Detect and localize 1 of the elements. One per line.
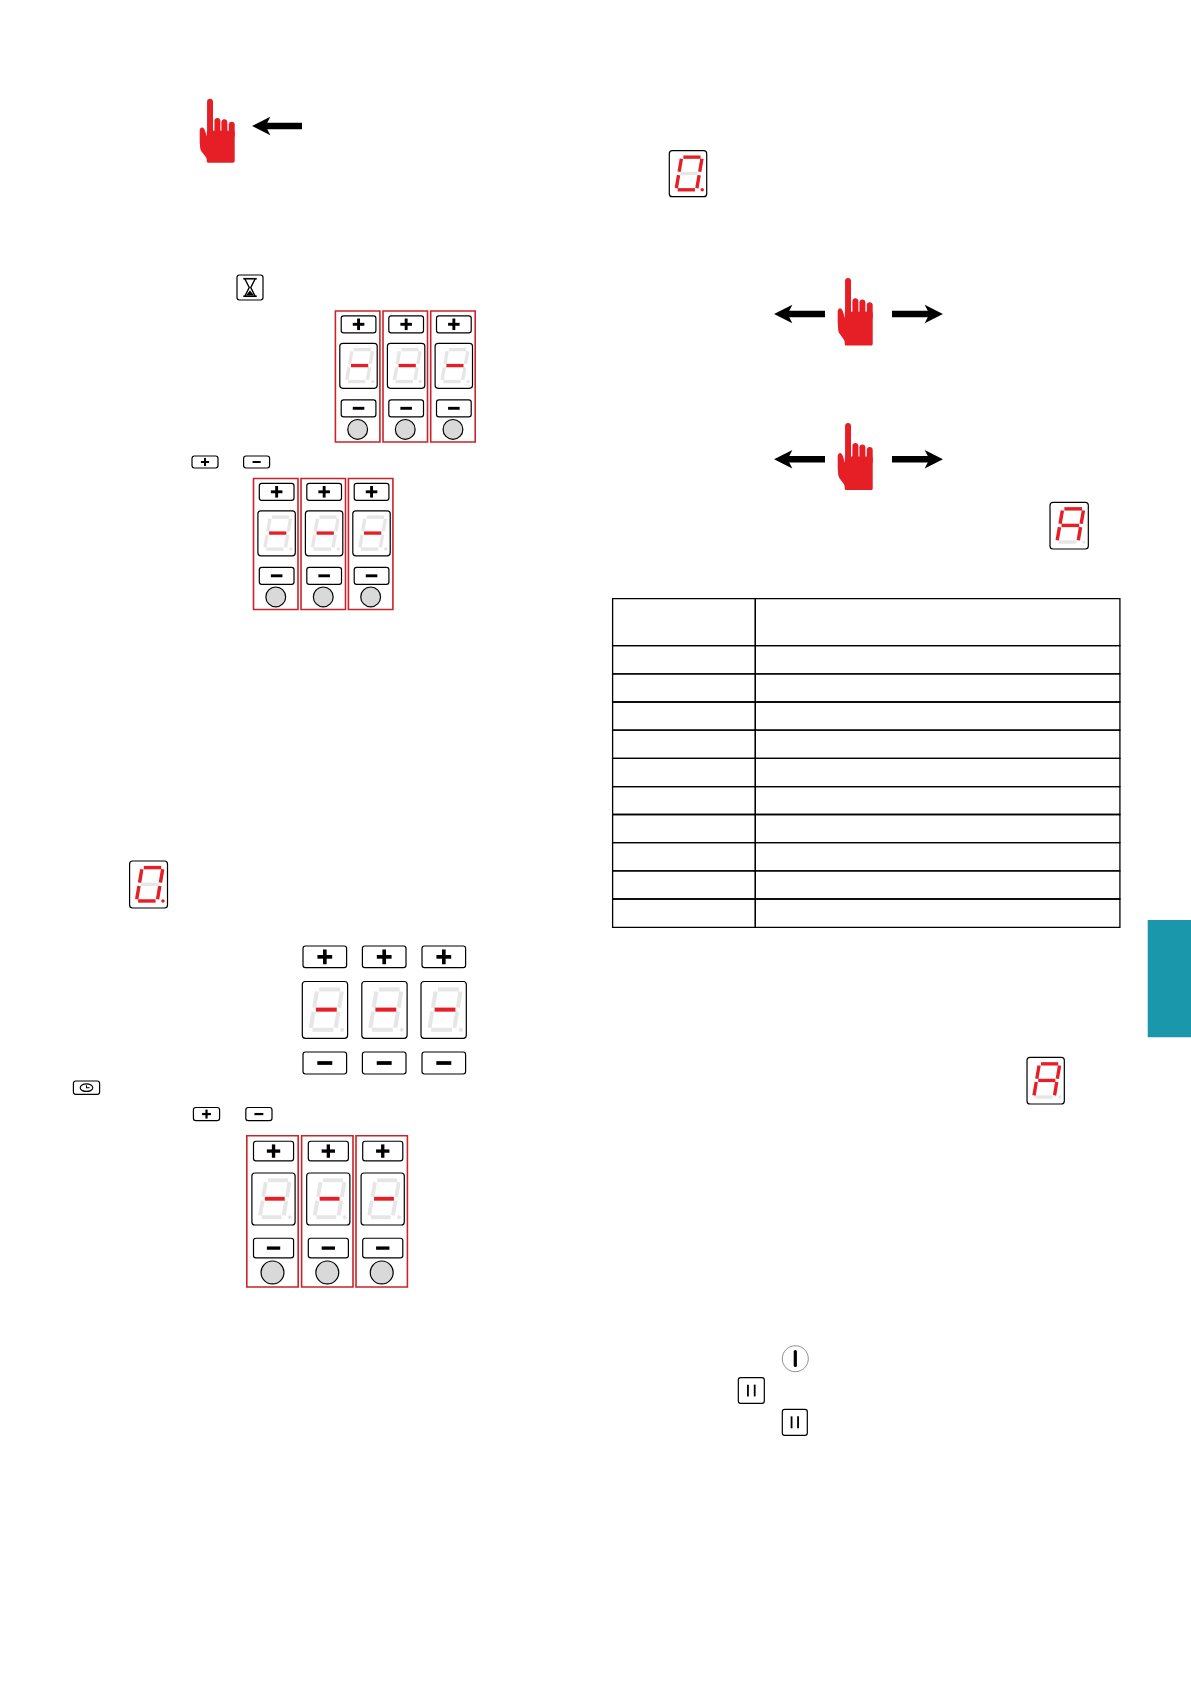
side-tab (1147, 920, 1191, 1038)
